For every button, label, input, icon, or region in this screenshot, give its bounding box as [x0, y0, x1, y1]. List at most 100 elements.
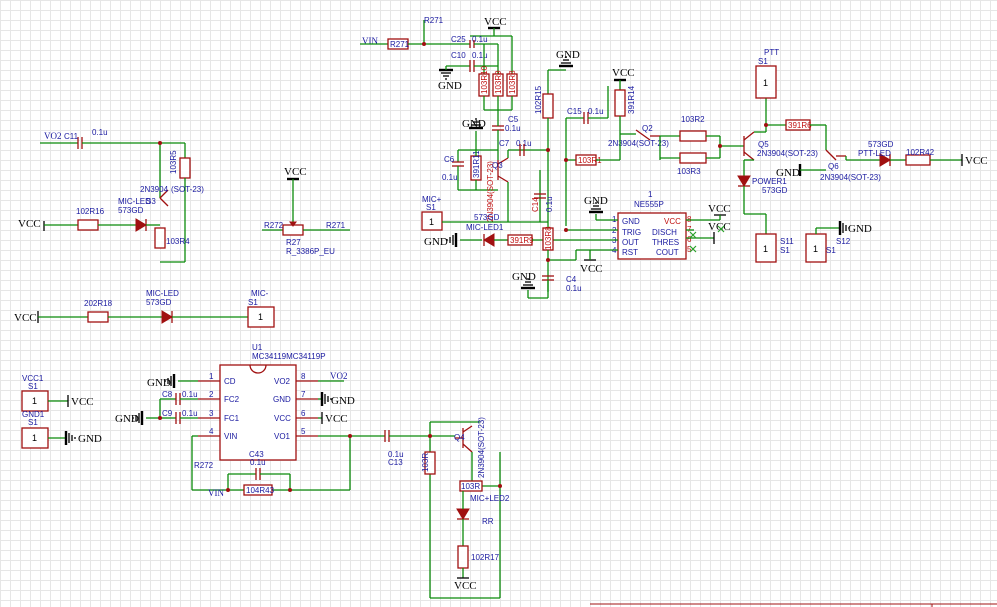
ne555-ref: 1 — [648, 190, 653, 199]
led2-diode[interactable] — [161, 310, 173, 324]
led-left-diode[interactable] — [135, 218, 147, 232]
ptt-led-type: 573GD — [868, 140, 894, 149]
c11-capacitor[interactable]: VO2 C11 0.1u — [40, 128, 160, 149]
r2-resistor[interactable] — [679, 130, 707, 142]
mic-minus-connector[interactable] — [247, 306, 275, 328]
r3-resistor[interactable] — [679, 152, 707, 164]
led-mic2-diode[interactable] — [456, 508, 470, 520]
u1-pin-gnd: GND — [273, 395, 291, 404]
r6-label: 391R6 — [788, 121, 812, 130]
r18-label: 202R18 — [84, 299, 113, 308]
svg-text:S11: S11 — [780, 237, 794, 246]
svg-text:103R9: 103R9 — [494, 70, 503, 94]
r4-resistor[interactable] — [154, 227, 166, 249]
vcc-top-label: VCC — [484, 16, 507, 28]
ne555-chip[interactable]: 1 NE555P GND TRIG OUT RST VCC DISCH THRE… — [612, 190, 692, 260]
vcc1-net: VCC — [71, 396, 94, 408]
u1-pin-vo2: VO2 — [274, 377, 291, 386]
q4-stage[interactable]: 103R Q4 2N3904(SOT-23) 103R MIC+LED2 RR … — [421, 417, 510, 599]
r1-label: 103R1 — [578, 156, 602, 165]
c15-value: 0.1u — [588, 107, 604, 116]
mic-plus-connector[interactable] — [421, 211, 443, 231]
r16-resistor[interactable] — [77, 219, 99, 231]
svg-text:DISCH: DISCH — [652, 228, 677, 237]
c6-ref: C6 — [444, 155, 455, 164]
vcc-r14-label: VCC — [612, 67, 635, 79]
u1-mc34119-chip[interactable]: U1 MC34119MC34119P 1 2 3 4 8 7 6 5 CD FC… — [198, 343, 326, 461]
led2-name: MIC-LED — [146, 289, 179, 298]
gnd-top-center: GND — [556, 49, 580, 61]
r271-top-res: R271 — [390, 40, 410, 49]
s12-connector[interactable]: 1 S12 S1 GND — [805, 219, 872, 263]
gnd1-ref: S1 — [28, 418, 38, 427]
led2-type: 573GD — [146, 298, 172, 307]
s11-connector[interactable]: 1 S11 S1 — [755, 233, 794, 263]
led-left-type: 573GD — [118, 206, 144, 215]
q6-ref: Q6 — [828, 162, 839, 171]
c9-value: 0.1u — [182, 409, 198, 418]
gnd1-name: GND1 — [22, 410, 45, 419]
r15-label: 102R15 — [534, 85, 543, 114]
vcc-c4-label: VCC — [580, 263, 603, 275]
r17-resistor[interactable] — [457, 545, 469, 569]
c15-ref: C15 — [567, 107, 582, 116]
q4-part: 2N3904(SOT-23) — [477, 417, 486, 478]
vcc1-connector[interactable]: VCC1 S1 1 VCC — [21, 374, 94, 412]
r27-part: R_3386P_EU — [286, 247, 335, 256]
c8-ref: C8 — [162, 390, 173, 399]
svg-text:S1: S1 — [780, 246, 790, 255]
svg-text:6: 6 — [687, 235, 692, 244]
svg-text:6: 6 — [301, 409, 306, 418]
power1-led[interactable] — [737, 175, 751, 187]
r43-resistor[interactable] — [243, 484, 273, 496]
r27-ref: R27 — [286, 238, 301, 247]
r9-label: 391R9 — [510, 236, 534, 245]
r14-label: 391R14 — [627, 85, 636, 114]
gnd-q6-label: GND — [776, 167, 800, 179]
c4-value: 0.1u — [566, 284, 582, 293]
c5-ref: C5 — [508, 115, 519, 124]
c13-value: 0.1u — [388, 450, 404, 459]
led-mic2-ref: RR — [482, 517, 494, 526]
svg-text:5: 5 — [687, 245, 692, 254]
rq4b-resistor[interactable] — [459, 480, 483, 492]
ptt-led-diode[interactable] — [879, 153, 891, 167]
r42-label: 102R42 — [906, 148, 935, 157]
c9-ref: C9 — [162, 409, 173, 418]
q6-part: 2N3904(SOT-23) — [820, 173, 881, 182]
gnd-top-label: GND — [438, 80, 462, 92]
u1-vcc-net: VCC — [325, 413, 348, 425]
q4-vcc-net: VCC — [454, 580, 477, 592]
svg-text:7: 7 — [301, 390, 306, 399]
r16-label: 102R16 — [76, 207, 105, 216]
u1-ref: U1 — [252, 343, 263, 352]
mic-plus-ref: S1 — [426, 203, 436, 212]
ptt-connector[interactable] — [755, 65, 777, 99]
c10-ref: C10 — [451, 51, 466, 60]
svg-text:OUT: OUT — [622, 238, 639, 247]
power1-type: 573GD — [762, 186, 788, 195]
q-left-package: (SOT-23) — [171, 185, 204, 194]
c11-value: 0.1u — [92, 128, 108, 137]
c7-ref: C7 — [499, 139, 510, 148]
mic-minus-led-branch[interactable]: VCC 202R18 MIC-LED 573GD 1 MIC- S1 — [14, 289, 275, 328]
left-transistor-stage[interactable]: 103R5 2N3904 (SOT-23) MIC-LED 573GD S3 V… — [18, 141, 204, 263]
led1-diode[interactable] — [483, 233, 495, 247]
r14-resistor[interactable] — [614, 89, 626, 117]
vcc1-name: VCC1 — [22, 374, 44, 383]
svg-text:1: 1 — [209, 372, 214, 381]
c4-ref: C4 — [566, 275, 577, 284]
r43-label: 104R43 — [246, 486, 275, 495]
gnd1-connector[interactable]: GND1 S1 1 GND — [21, 410, 102, 449]
svg-text:GND: GND — [622, 217, 640, 226]
vcc1-pin: 1 — [32, 396, 37, 406]
r18-resistor[interactable] — [87, 311, 109, 323]
rq4a-resistor[interactable] — [424, 451, 436, 475]
r17-label: 102R17 — [471, 553, 500, 562]
r5-resistor[interactable] — [179, 157, 191, 179]
r15-resistor[interactable] — [542, 93, 554, 119]
r27-potentiometer[interactable]: VCC R272 R271 R27 R_3386P_EU — [262, 166, 350, 256]
svg-text:103R10: 103R10 — [480, 65, 489, 94]
